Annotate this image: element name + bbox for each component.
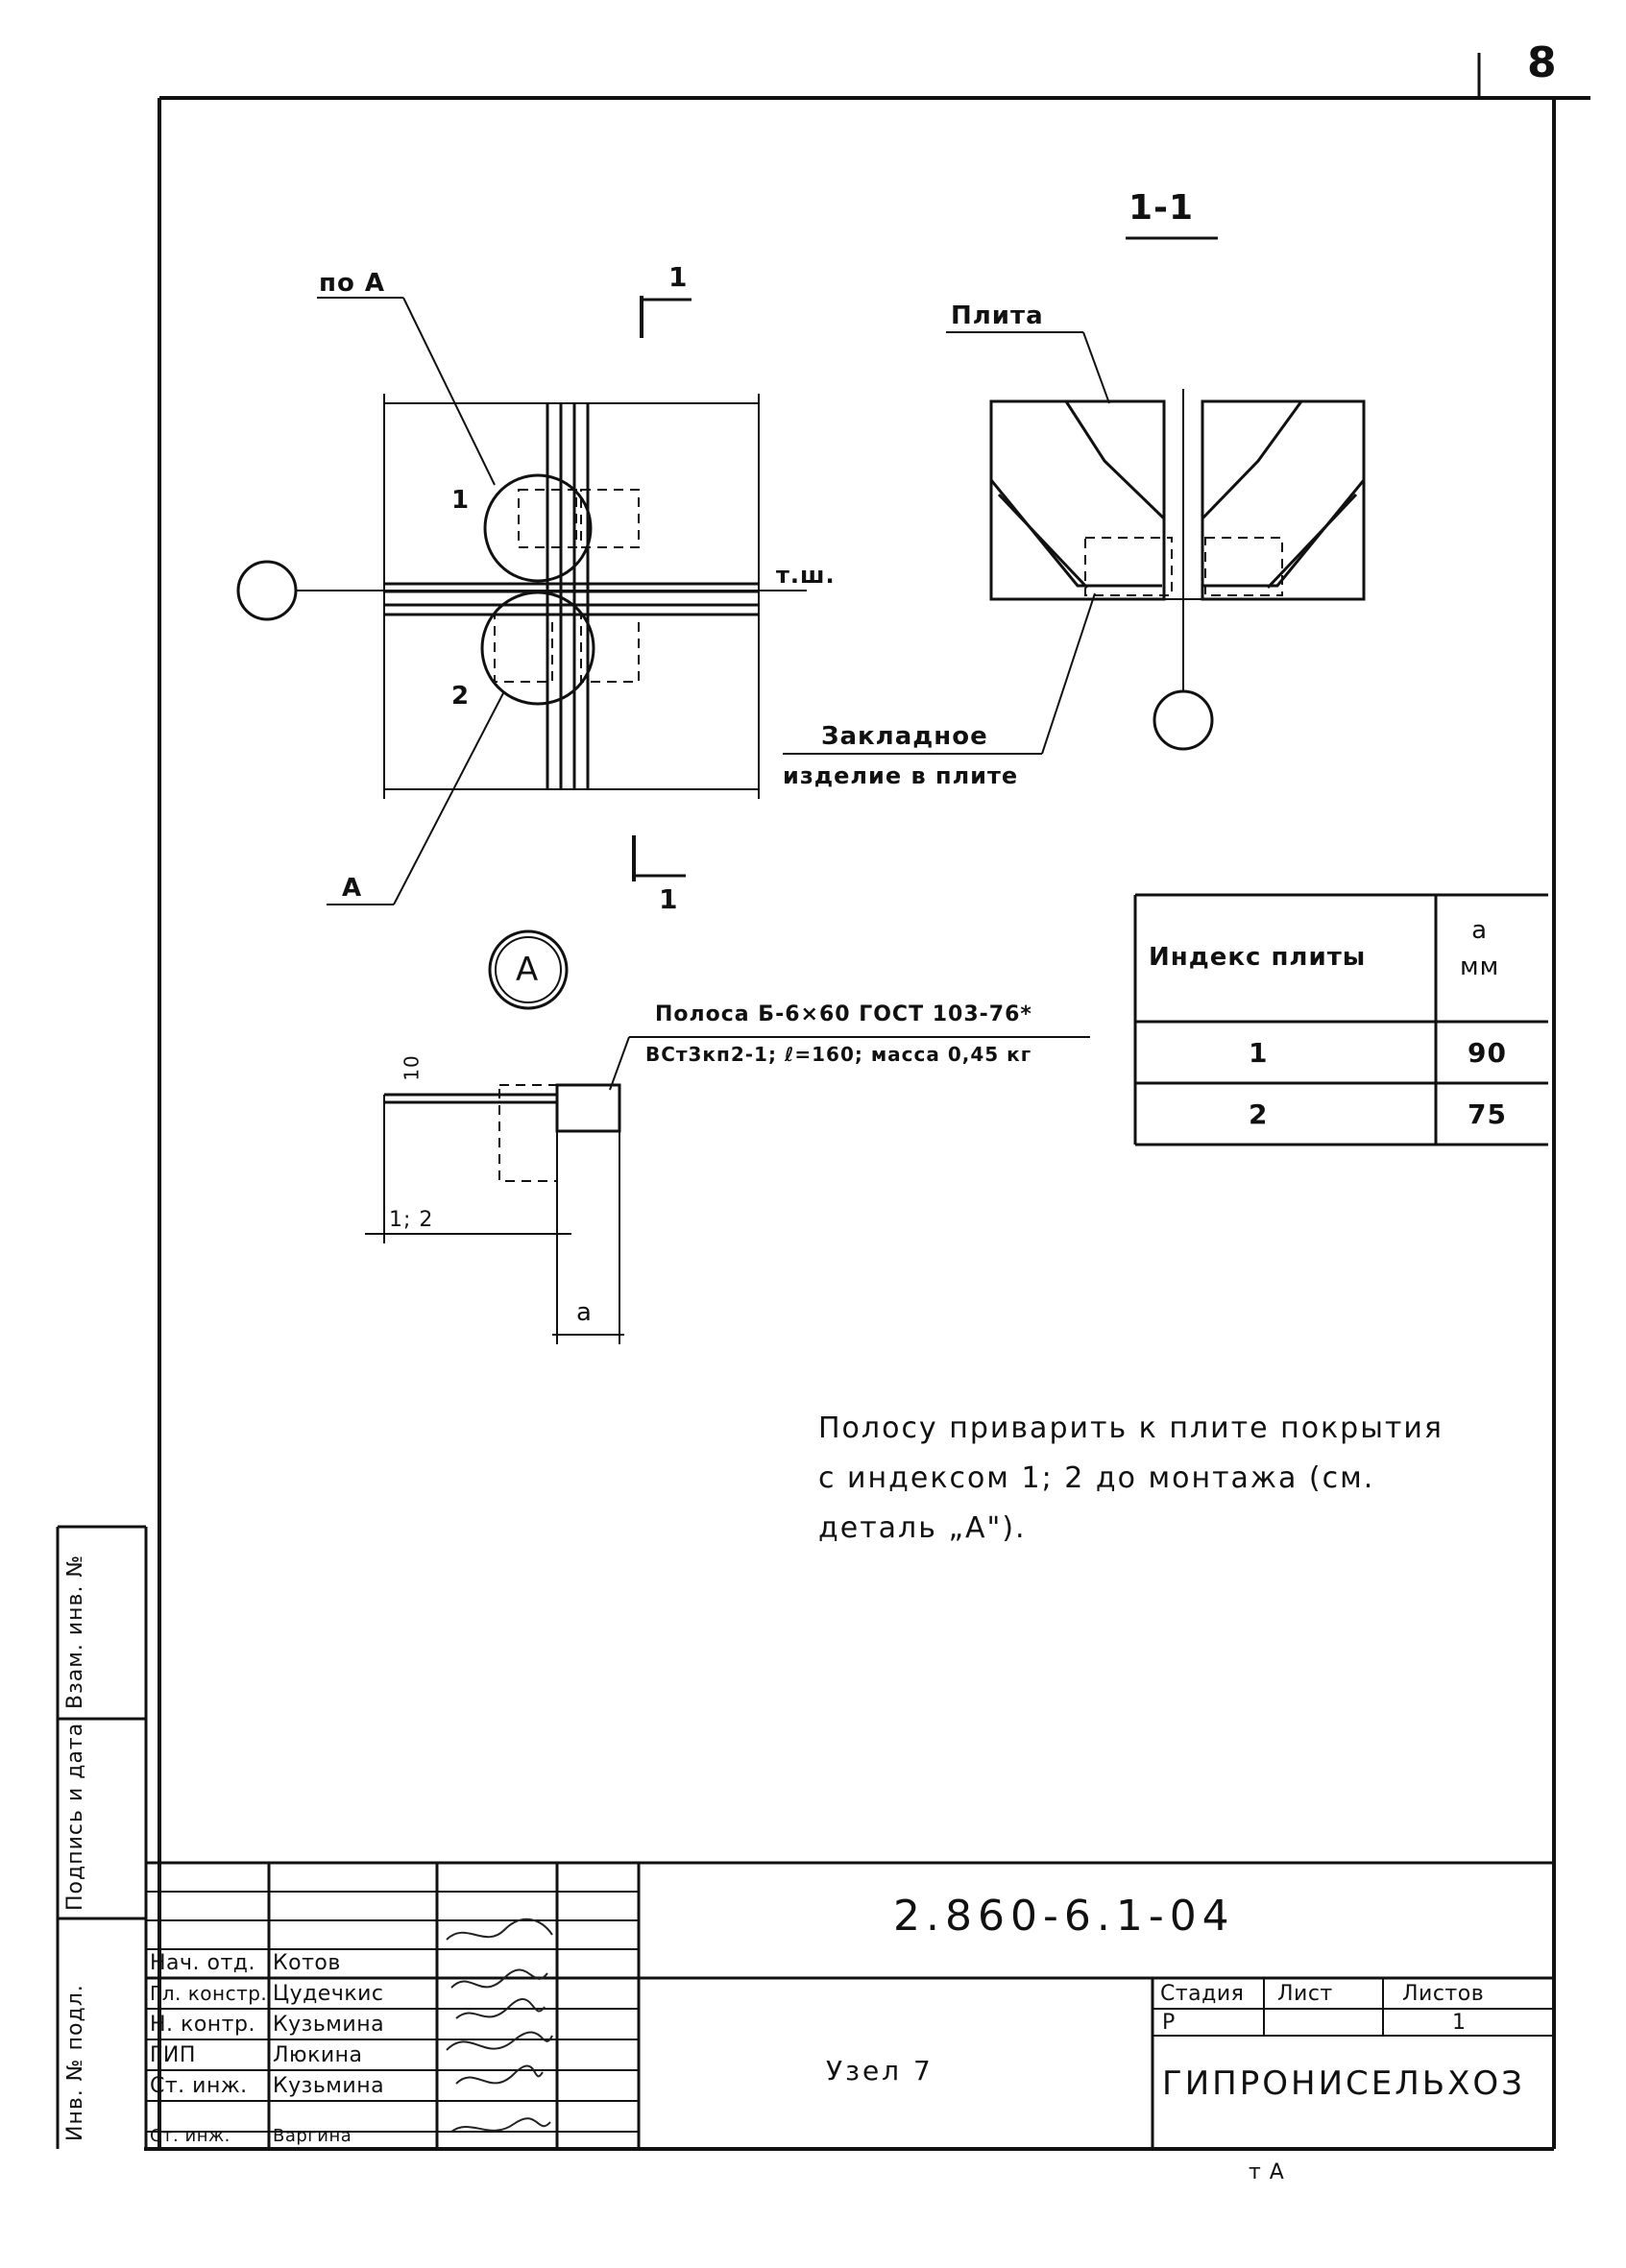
side-stamp-inv-orig: Инв. № подл. (63, 1984, 87, 2141)
staff-name: Варгина (273, 2126, 352, 2146)
stage-header: Стадия (1160, 1982, 1245, 2006)
staff-role: Н. контр. (150, 2013, 255, 2037)
detail-marker: А (516, 951, 540, 989)
sheets-header: Листов (1402, 1982, 1485, 2006)
staff-role: Гл. констр. (150, 1982, 268, 2005)
table-row-2-a: 75 (1468, 1098, 1507, 1130)
embed-label-line1: Закладное (821, 722, 988, 751)
staff-role: ГИП (150, 2043, 196, 2067)
axis-label: т.ш. (776, 562, 836, 589)
doc-code: 2.860-6.1-04 (893, 1892, 1235, 1941)
signatures (446, 1918, 553, 2133)
sheet-header: Лист (1277, 1982, 1333, 2006)
organization: ГИПРОНИСЕЛЬХОЗ (1162, 2064, 1525, 2103)
sheets-value: 1 (1452, 2011, 1467, 2035)
embed-label-line2: изделие в плите (783, 762, 1019, 789)
cut-label-bottom: 1 (659, 883, 679, 915)
dim-a: a (576, 1298, 593, 1327)
plan-label-A: А (342, 874, 363, 903)
cut-label-top: 1 (668, 261, 689, 293)
staff-role: Ст. инж. (150, 2074, 248, 2098)
dim-10: 10 (400, 1054, 424, 1081)
sheet-number: 8 (1527, 38, 1558, 87)
note-line2: с индексом 1; 2 до монтажа (см. (818, 1461, 1375, 1495)
staff-name: Кузьмина (273, 2074, 385, 2098)
section-title: 1-1 (1128, 188, 1195, 228)
staff-name: Котов (273, 1951, 341, 1975)
staff-name: Кузьмина (273, 2013, 385, 2037)
staff-name: Люкина (273, 2043, 363, 2067)
strip-spec-line2: ВСт3кп2-1; ℓ=160; масса 0,45 кг (645, 1043, 1032, 1066)
plan-ref-label: по А (319, 269, 385, 298)
staff-role: Нач. отд. (150, 1951, 255, 1975)
table-header-a: a мм (1460, 916, 1500, 981)
note-line3: деталь „А"). (818, 1511, 1027, 1545)
table-header-index: Индекс плиты (1149, 943, 1367, 972)
bottom-mark: т А (1249, 2160, 1285, 2184)
staff-name: Цудечкис (273, 1982, 384, 2006)
plan-label-2: 2 (451, 682, 471, 711)
plate-label: Плита (951, 302, 1044, 330)
note-line1: Полосу приварить к плите покрытия (818, 1411, 1444, 1445)
plan-label-1: 1 (451, 486, 471, 515)
table-row-1-index: 1 (1249, 1037, 1269, 1069)
side-stamp-sign-date: Подпись и дата (63, 1722, 87, 1911)
side-stamp-repl-inv: Взам. инв. № (63, 1554, 87, 1709)
dim-index: 1; 2 (389, 1208, 434, 1232)
table-row-2-index: 2 (1249, 1098, 1269, 1130)
strip-spec-line1: Полоса Б-6×60 ГОСТ 103-76* (655, 1002, 1032, 1026)
stage-value: Р (1162, 2011, 1176, 2035)
drawing-name: Узел 7 (826, 2055, 934, 2087)
table-row-1-a: 90 (1468, 1037, 1507, 1069)
staff-role: Ст. инж. (150, 2126, 231, 2146)
